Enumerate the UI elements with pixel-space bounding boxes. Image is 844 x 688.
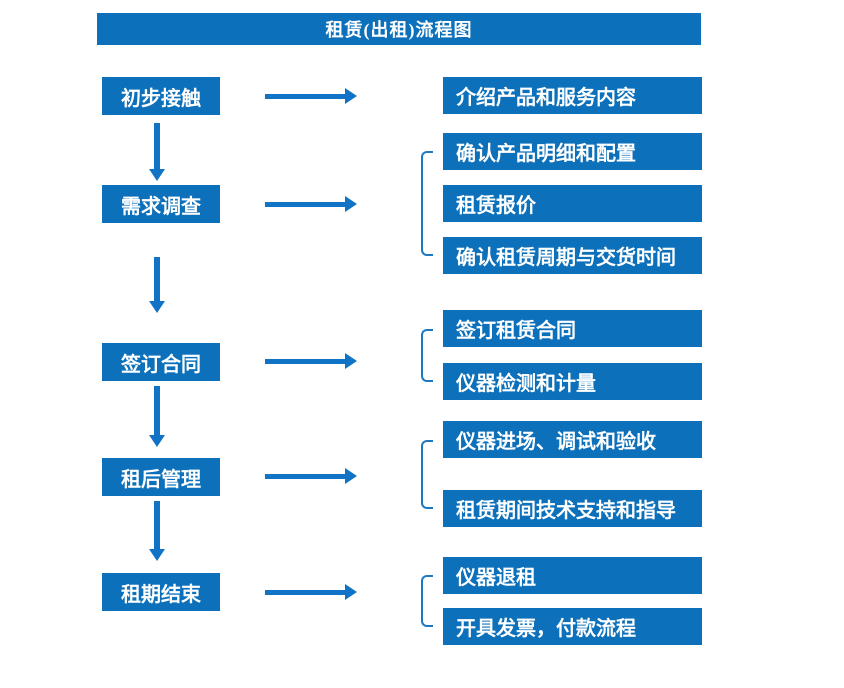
detail-box-tech-support: 租赁期间技术支持和指导	[443, 490, 702, 527]
detail-box-confirm-period: 确认租赁周期与交货时间	[443, 237, 702, 274]
bracket-connector	[421, 151, 433, 256]
stage-box-demand-survey: 需求调查	[102, 185, 220, 223]
detail-box-instrument-test: 仪器检测和计量	[443, 363, 702, 400]
detail-box-rental-quote: 租赁报价	[443, 185, 702, 222]
detail-box-instrument-return: 仪器退租	[443, 557, 702, 594]
bracket-connector	[421, 329, 433, 382]
down-arrow-icon	[149, 123, 165, 181]
detail-box-confirm-config: 确认产品明细和配置	[443, 133, 702, 170]
right-arrow-icon	[265, 196, 357, 212]
flowchart-title: 租赁(出租)流程图	[97, 13, 701, 45]
right-arrow-icon	[265, 584, 357, 600]
right-arrow-icon	[265, 468, 357, 484]
down-arrow-icon	[149, 257, 165, 313]
stage-box-lease-end: 租期结束	[102, 573, 220, 611]
right-arrow-icon	[265, 88, 357, 104]
stage-box-post-rental: 租后管理	[102, 458, 220, 496]
detail-box-invoice-payment: 开具发票，付款流程	[443, 608, 702, 645]
stage-box-initial-contact: 初步接触	[102, 77, 220, 115]
stage-box-sign-contract: 签订合同	[102, 343, 220, 381]
down-arrow-icon	[149, 386, 165, 447]
detail-box-sign-lease: 签订租赁合同	[443, 310, 702, 347]
bracket-connector	[421, 575, 433, 627]
detail-box-instrument-entry: 仪器进场、调试和验收	[443, 421, 702, 458]
down-arrow-icon	[149, 501, 165, 561]
detail-box-intro-products: 介绍产品和服务内容	[443, 77, 702, 114]
right-arrow-icon	[265, 353, 357, 369]
bracket-connector	[421, 440, 433, 509]
